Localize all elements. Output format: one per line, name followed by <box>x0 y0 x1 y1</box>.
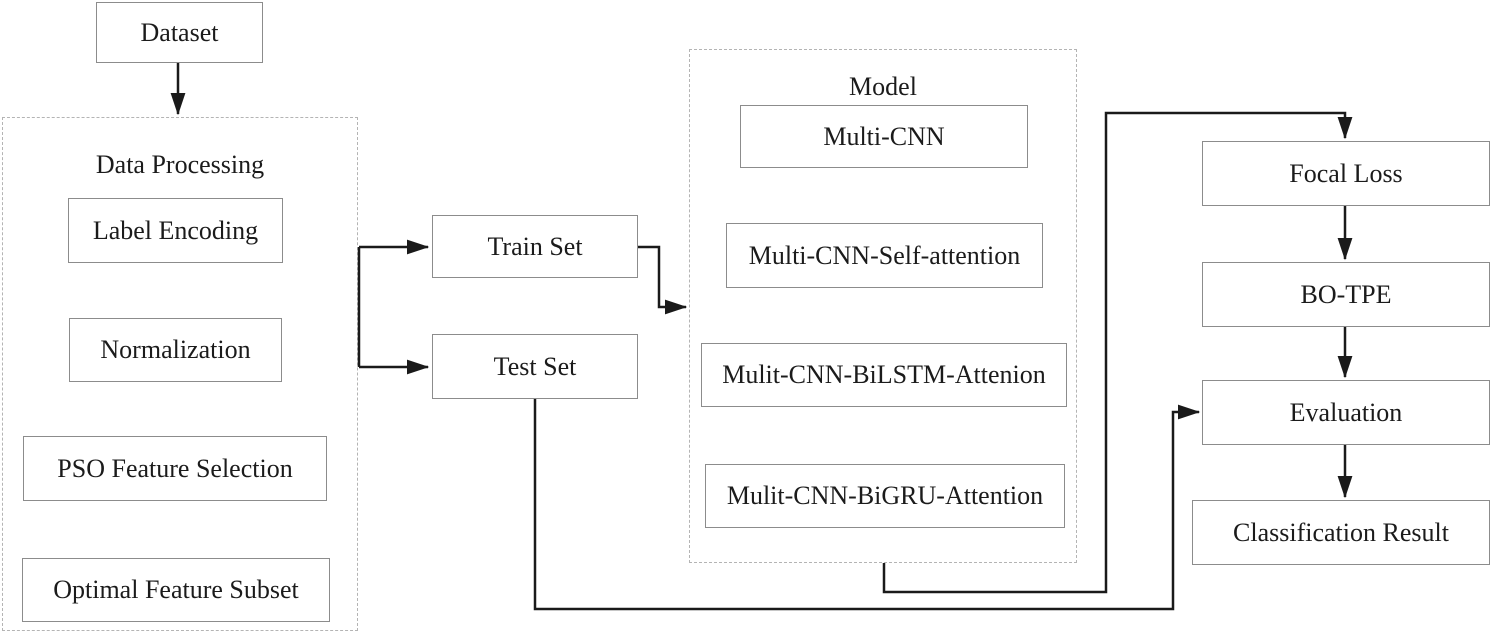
node-multi-cnn-self-attention: Multi-CNN-Self-attention <box>726 223 1043 288</box>
node-optimal-feature-subset-label: Optimal Feature Subset <box>53 575 299 604</box>
node-mulit-cnn-bilstm-attenion: Mulit-CNN-BiLSTM-Attenion <box>701 343 1067 407</box>
node-dataset: Dataset <box>96 2 263 63</box>
node-classification-result: Classification Result <box>1192 500 1490 565</box>
node-dataset-label: Dataset <box>140 17 219 47</box>
node-evaluation: Evaluation <box>1202 380 1490 445</box>
node-label-encoding: Label Encoding <box>68 198 283 263</box>
node-label-encoding-label: Label Encoding <box>92 215 259 245</box>
node-test-set: Test Set <box>432 334 638 399</box>
node-multi-cnn-self-attention-label: Multi-CNN-Self-attention <box>748 240 1021 270</box>
group-model-label: Model <box>849 72 917 101</box>
arrow-train-set-to-model <box>638 245 688 315</box>
node-multi-cnn-label: Multi-CNN <box>823 121 945 151</box>
node-test-set-label: Test Set <box>493 351 577 381</box>
node-multi-cnn: Multi-CNN <box>740 105 1028 168</box>
node-mulit-cnn-bilstm-attenion-label: Mulit-CNN-BiLSTM-Attenion <box>722 360 1046 389</box>
node-optimal-feature-subset: Optimal Feature Subset <box>22 558 330 622</box>
node-evaluation-label: Evaluation <box>1289 397 1403 427</box>
node-bo-tpe: BO-TPE <box>1202 262 1490 327</box>
node-normalization: Normalization <box>69 318 282 382</box>
node-train-set: Train Set <box>432 215 638 278</box>
node-normalization-label: Normalization <box>100 335 251 364</box>
node-train-set-label: Train Set <box>487 231 583 261</box>
group-data-processing: Data Processing <box>2 117 358 631</box>
node-mulit-cnn-bigru-attention-label: Mulit-CNN-BiGRU-Attention <box>726 481 1044 510</box>
node-focal-loss-label: Focal Loss <box>1289 158 1403 188</box>
node-focal-loss: Focal Loss <box>1202 141 1490 206</box>
node-pso-feature-selection: PSO Feature Selection <box>23 436 327 501</box>
node-pso-feature-selection-label: PSO Feature Selection <box>57 453 293 483</box>
node-bo-tpe-label: BO-TPE <box>1300 279 1392 309</box>
node-classification-result-label: Classification Result <box>1233 517 1449 547</box>
node-mulit-cnn-bigru-attention: Mulit-CNN-BiGRU-Attention <box>705 464 1065 528</box>
group-data-processing-label: Data Processing <box>95 150 265 179</box>
